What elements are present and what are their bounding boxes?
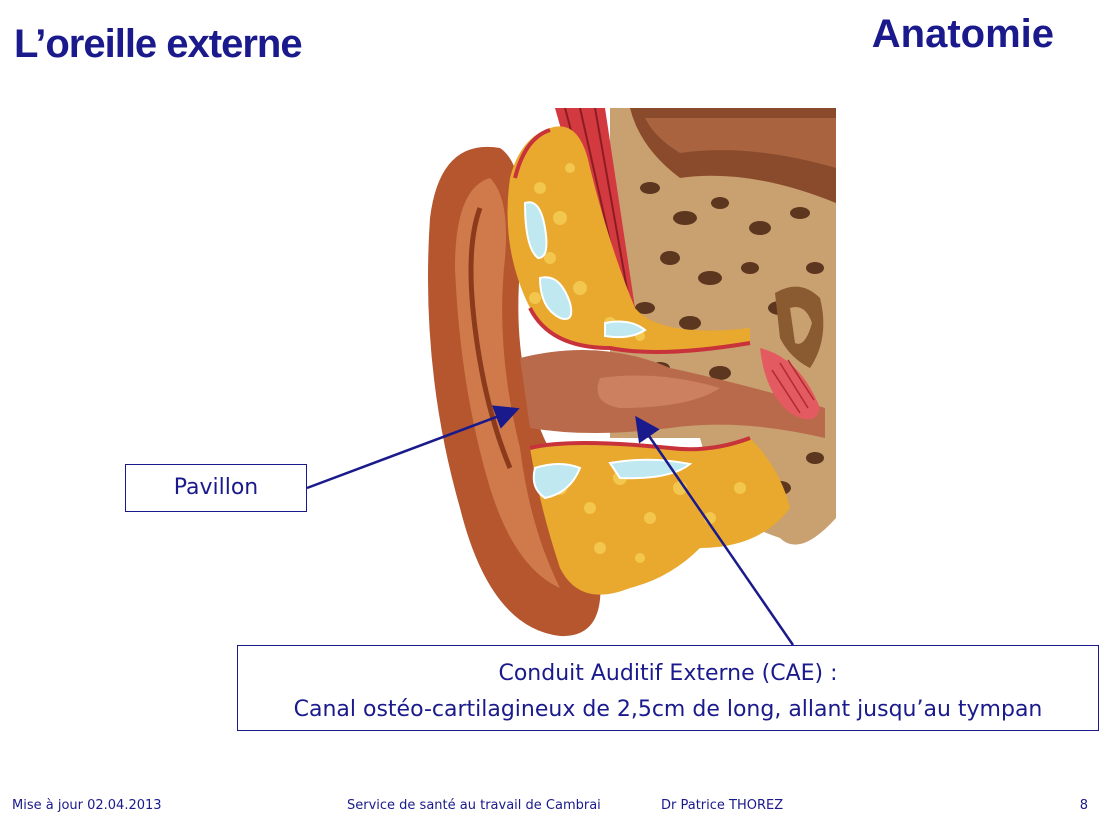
cae-label-box: Conduit Auditif Externe (CAE) : Canal os… — [237, 645, 1099, 731]
cae-title: Conduit Auditif Externe (CAE) : — [498, 661, 838, 686]
section-title: Anatomie — [871, 12, 1054, 56]
footer-author: Dr Patrice THOREZ — [661, 798, 784, 813]
footer-update-date: Mise à jour 02.04.2013 — [12, 798, 162, 813]
slide-title: L’oreille externe — [14, 22, 303, 66]
cae-description: Canal ostéo-cartilagineux de 2,5cm de lo… — [293, 697, 1043, 722]
footer-service: Service de santé au travail de Cambrai — [347, 798, 601, 813]
pavillon-label-box: Pavillon — [125, 464, 307, 512]
footer-page-number: 8 — [1079, 798, 1088, 813]
pavillon-label: Pavillon — [173, 475, 259, 500]
ear-anatomy-illustration — [428, 108, 836, 637]
